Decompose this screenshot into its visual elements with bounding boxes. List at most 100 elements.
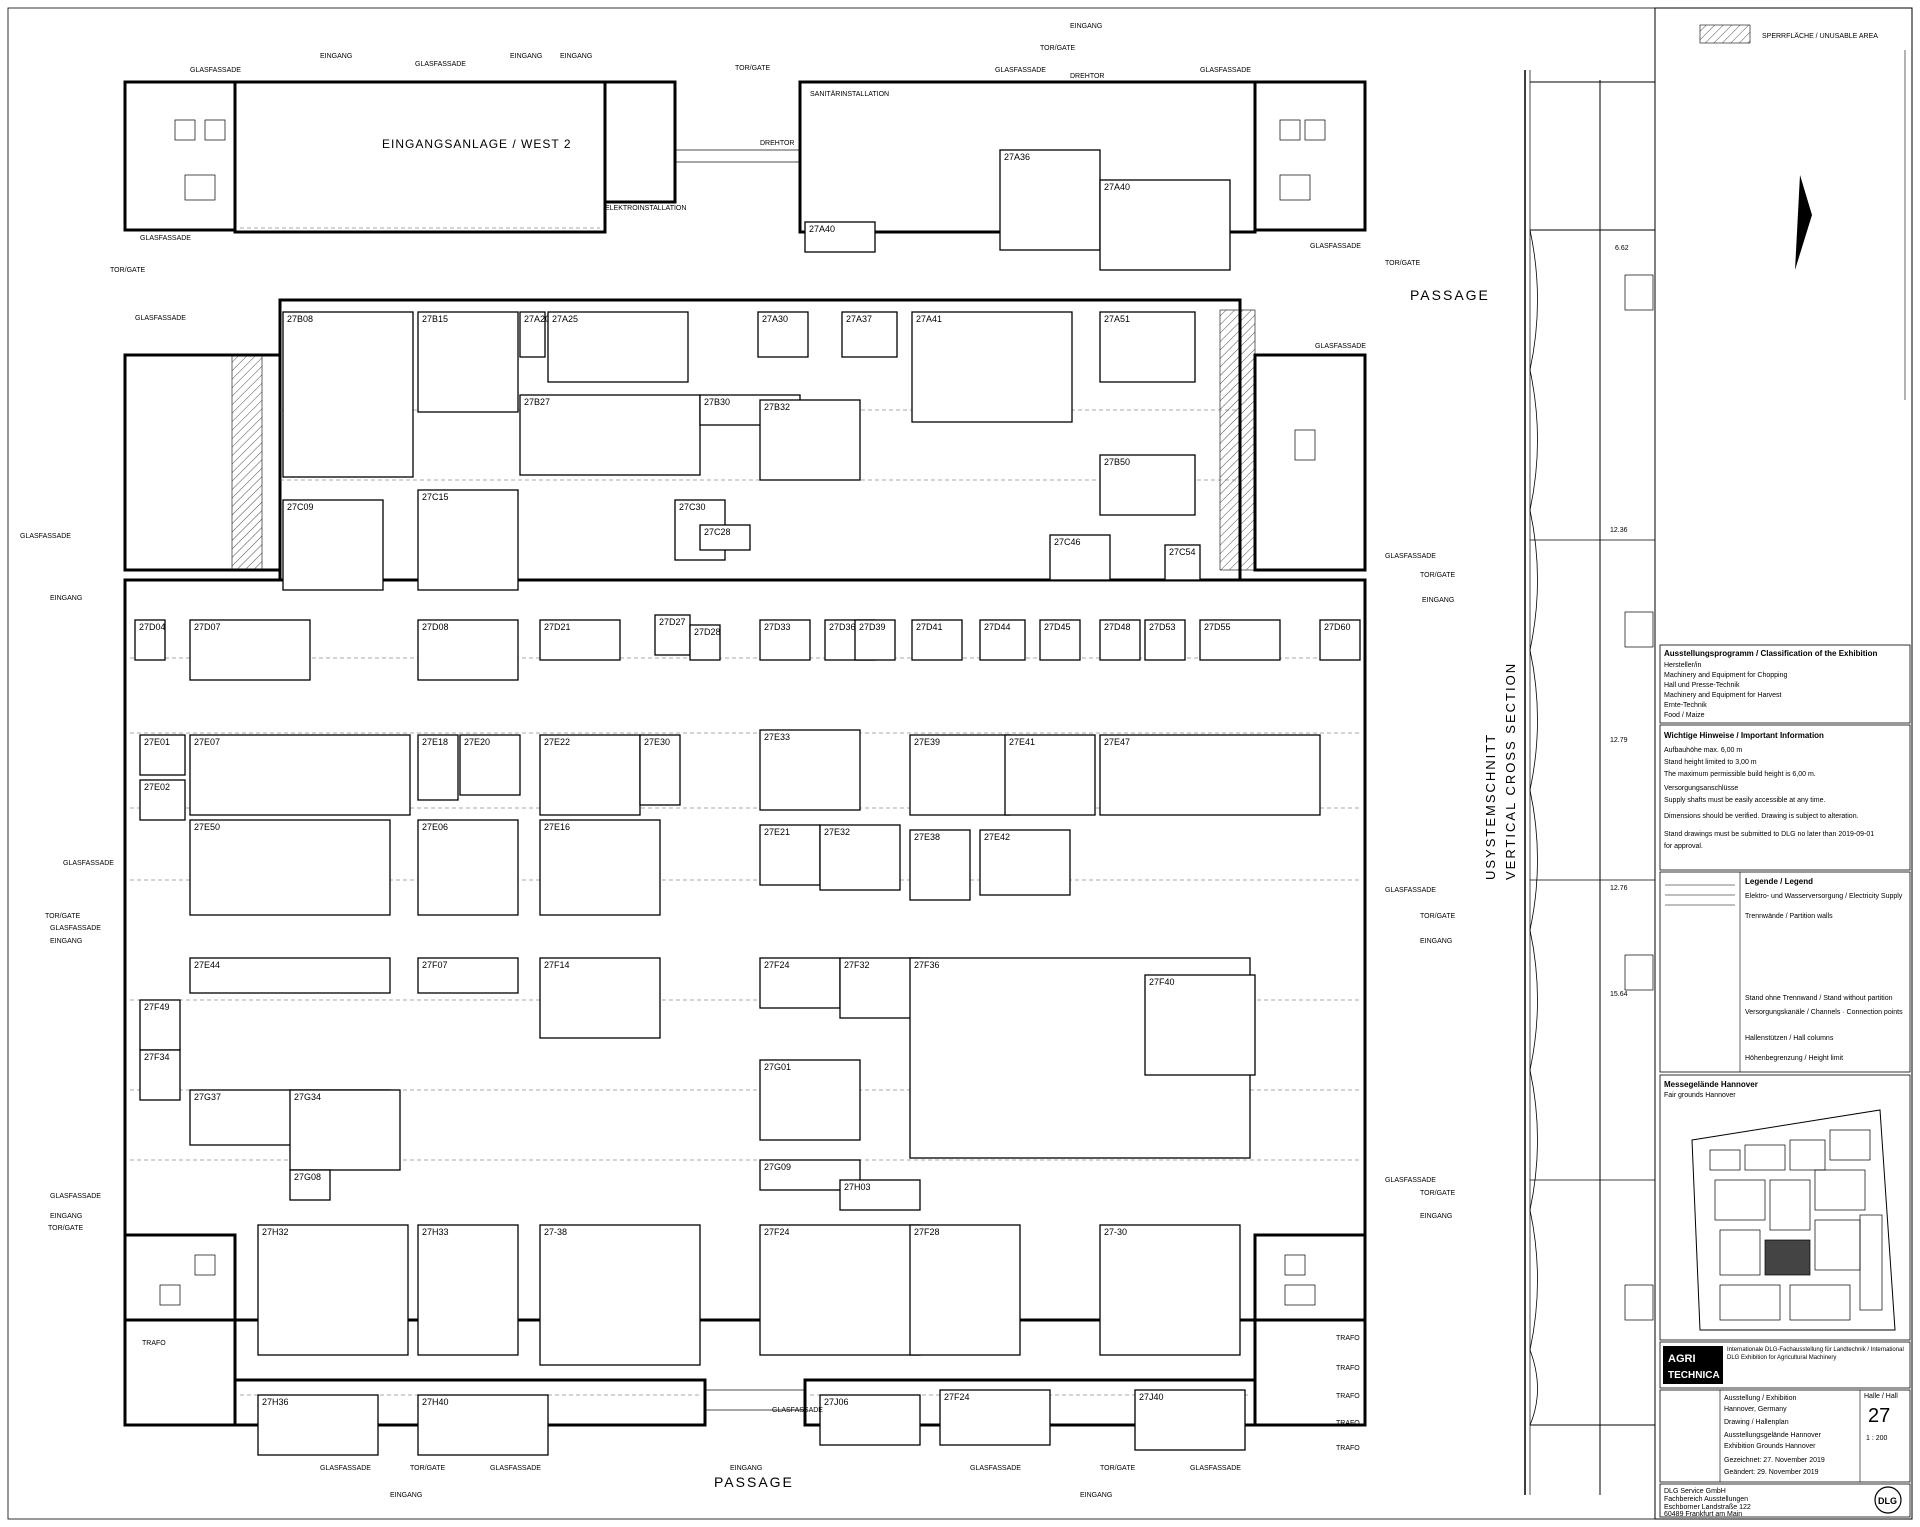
stand-27d45[interactable] [1039, 619, 1081, 661]
important-line: Versorgungsanschlüsse [1664, 785, 1738, 792]
dim-label: 12.76 [1610, 885, 1628, 892]
stand-27e06[interactable] [417, 819, 519, 916]
stand-27e22[interactable] [539, 734, 641, 816]
stand-27f32[interactable] [839, 957, 921, 1019]
stand-27h33[interactable] [417, 1224, 519, 1356]
stand-27b32[interactable] [759, 399, 861, 481]
stand-27e21[interactable] [759, 824, 821, 886]
stand-27a36[interactable] [999, 149, 1101, 251]
stand-27e07[interactable] [189, 734, 411, 816]
facade-labels: GLASFASSADE GLASFASSADE GLASFASSADE GLAS… [20, 23, 1455, 1499]
passage-top-label: PASSAGE [1410, 287, 1490, 303]
stand-27f07[interactable] [417, 957, 519, 994]
stand-27e38[interactable] [909, 829, 971, 901]
stand-27h32[interactable] [257, 1224, 409, 1356]
stand-27c28[interactable] [699, 524, 751, 551]
stand-id-label: 27C09 [287, 502, 314, 512]
hall-label: Halle / Hall [1864, 1393, 1898, 1400]
stand-27e50[interactable] [189, 819, 391, 916]
stand-27d39[interactable] [854, 619, 896, 661]
gate-label: TOR/GATE [1100, 1465, 1135, 1472]
stand-27e32[interactable] [819, 824, 901, 891]
stand-27d53[interactable] [1144, 619, 1186, 661]
stand-27d48[interactable] [1099, 619, 1141, 661]
stand-27b50[interactable] [1099, 454, 1196, 516]
stand-27d04[interactable] [134, 619, 166, 661]
stand-27g34[interactable] [289, 1089, 401, 1171]
stand-27a41[interactable] [911, 311, 1073, 423]
stand-27c09[interactable] [282, 499, 384, 591]
stand-27e16[interactable] [539, 819, 661, 916]
stand-27b08[interactable] [282, 311, 414, 478]
stand-27e42[interactable] [979, 829, 1071, 896]
stand-27f14[interactable] [539, 957, 661, 1039]
stand-id-label: 27B32 [764, 402, 790, 412]
entrance-label: EINGANG [320, 53, 352, 60]
facade-label: GLASFASSADE [415, 61, 466, 68]
stand-27h40[interactable] [417, 1394, 549, 1456]
stand-id-label: 27D48 [1104, 622, 1131, 632]
stand-27j40[interactable] [1134, 1389, 1246, 1451]
stand-27f24[interactable] [939, 1389, 1051, 1446]
stand-27a37[interactable] [841, 311, 898, 358]
stand-27d41[interactable] [911, 619, 963, 661]
stand-id-label: 27D39 [859, 622, 886, 632]
stand-27d33[interactable] [759, 619, 811, 661]
stand-27e39[interactable] [909, 734, 1011, 816]
legend-line: Stand ohne Trennwand / Stand without par… [1745, 995, 1893, 1002]
stand-27a40[interactable] [804, 221, 876, 253]
stand-27f40[interactable] [1144, 974, 1256, 1076]
stand-id-label: 27E02 [144, 782, 170, 792]
stand-27e01[interactable] [139, 734, 186, 776]
stand-27d60[interactable] [1319, 619, 1361, 661]
stand-id-label: 27E01 [144, 737, 170, 747]
important-line: Supply shafts must be easily accessible … [1664, 797, 1826, 804]
stand-27d08[interactable] [417, 619, 519, 681]
stand-27h36[interactable] [257, 1394, 379, 1456]
stand-27c15[interactable] [417, 489, 519, 591]
stand-27g01[interactable] [759, 1059, 861, 1141]
stand-id-label: 27F49 [144, 1002, 170, 1012]
stand-27a20[interactable] [519, 311, 546, 358]
stand-27-38[interactable] [539, 1224, 701, 1366]
electro-label: ELEKTROINSTALLATION [605, 205, 686, 212]
dim-label: 6.62 [1615, 245, 1629, 252]
stand-27b15[interactable] [417, 311, 519, 413]
stand-27e20[interactable] [459, 734, 521, 796]
stand-27g08[interactable] [289, 1169, 331, 1201]
stand-27f24[interactable] [759, 1224, 921, 1356]
stand-27b27[interactable] [519, 394, 701, 476]
stand-27f49[interactable] [139, 999, 181, 1051]
unusable-area-swatch [1699, 24, 1751, 44]
stand-27e44[interactable] [189, 957, 391, 994]
stand-27d44[interactable] [979, 619, 1026, 661]
stand-id-label: 27C46 [1054, 537, 1081, 547]
stand-27e18[interactable] [417, 734, 459, 801]
facade-label: GLASFASSADE [1385, 553, 1436, 560]
stand-27j06[interactable] [819, 1394, 921, 1446]
stand-27c46[interactable] [1049, 534, 1111, 581]
stand-27a30[interactable] [757, 311, 809, 358]
stand-27f34[interactable] [139, 1049, 181, 1101]
stand-27d07[interactable] [189, 619, 311, 681]
classification-line: Machinery and Equipment for Harvest [1664, 692, 1782, 699]
stand-27c54[interactable] [1164, 544, 1201, 581]
stand-27a40[interactable] [1099, 179, 1231, 271]
stand-27h03[interactable] [839, 1179, 921, 1211]
stand-27d21[interactable] [539, 619, 621, 661]
stand-27e02[interactable] [139, 779, 186, 821]
stand-27d28[interactable] [689, 624, 721, 661]
stand-27e30[interactable] [639, 734, 681, 806]
title-row: Hannover, Germany [1724, 1406, 1787, 1413]
stand-27f28[interactable] [909, 1224, 1021, 1356]
stand-27a51[interactable] [1099, 311, 1196, 383]
stand-27e47[interactable] [1099, 734, 1321, 816]
stand-27a25[interactable] [547, 311, 689, 383]
stand-id-label: 27G09 [764, 1162, 791, 1172]
stand-id-label: 27C15 [422, 492, 449, 502]
stand-27d55[interactable] [1199, 619, 1281, 661]
stand-27d27[interactable] [654, 614, 691, 656]
stand-27e41[interactable] [1004, 734, 1096, 816]
stand-27e33[interactable] [759, 729, 861, 811]
stand-27-30[interactable] [1099, 1224, 1241, 1356]
